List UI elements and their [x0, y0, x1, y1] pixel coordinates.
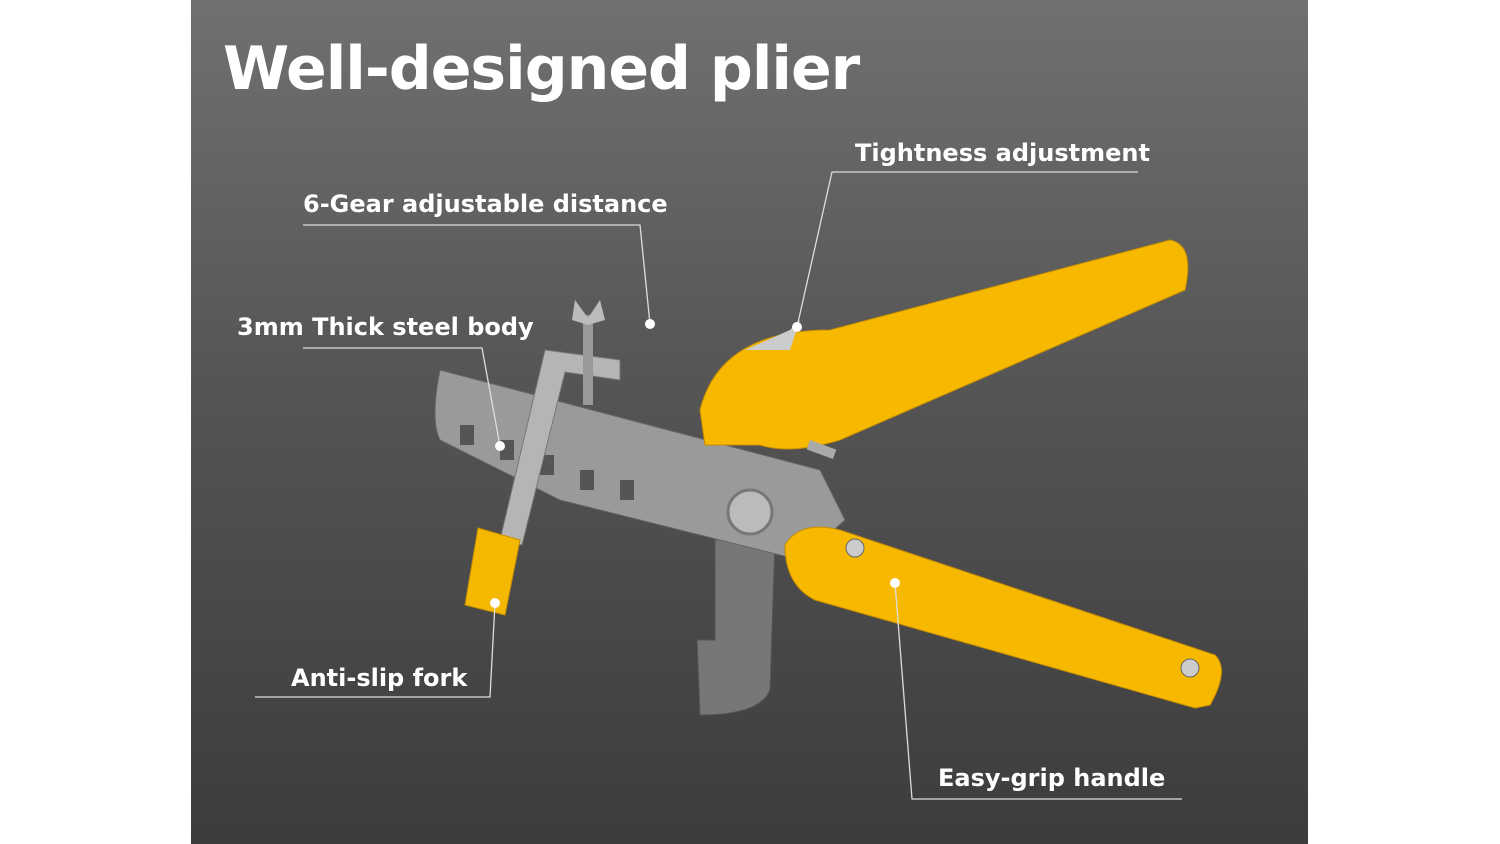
tightness-screw — [806, 440, 837, 459]
rivet — [1180, 658, 1200, 678]
page-title: Well-designed plier — [223, 34, 860, 104]
callout-anti-slip-fork: Anti-slip fork — [291, 664, 468, 692]
callout-easy-grip-handle: Easy-grip handle — [938, 764, 1166, 792]
leader-dots — [490, 319, 900, 608]
body-teeth — [460, 425, 634, 500]
callout-steel-body: 3mm Thick steel body — [237, 313, 534, 341]
rivet — [845, 538, 865, 558]
tightness-wing-nut — [745, 320, 800, 350]
wing-nut — [572, 300, 605, 325]
upper-handle — [699, 239, 1189, 450]
hook-blade — [696, 539, 776, 716]
plier-illustration — [255, 171, 1222, 800]
lower-handle — [784, 526, 1222, 709]
leader-lines — [255, 171, 1182, 800]
anti-slip-fork — [464, 527, 521, 616]
hex-bolt — [726, 488, 774, 536]
product-panel: Well-designed plier Tightness adjustment… — [191, 0, 1308, 844]
callout-tightness-adjustment: Tightness adjustment — [855, 139, 1150, 167]
callout-gear-distance: 6-Gear adjustable distance — [303, 190, 668, 218]
gear-screw — [583, 315, 593, 405]
